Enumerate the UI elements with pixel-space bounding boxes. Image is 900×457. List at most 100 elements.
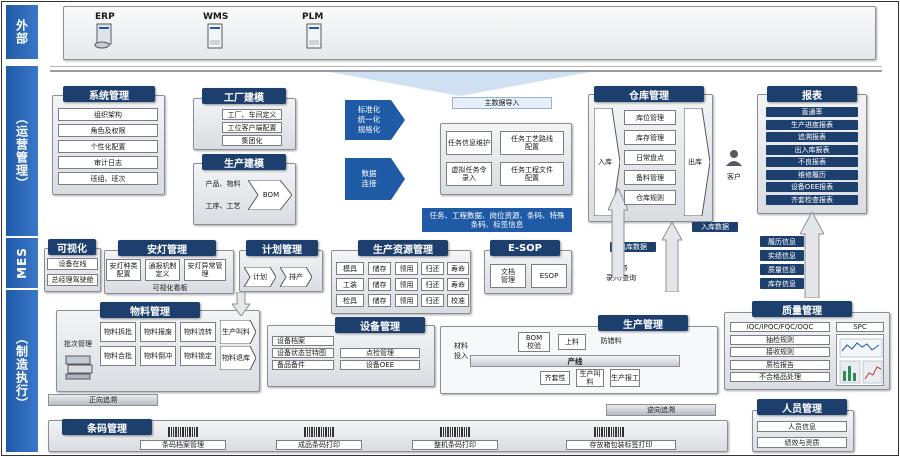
spc-chart-thumbnail: [836, 334, 884, 386]
personnel-performance: 绩效与资质: [757, 437, 847, 448]
equip-spares: 备品备件: [272, 360, 334, 370]
equip-gantt: 设备状态甘特图: [272, 348, 334, 358]
inbound-arrow-shape: [594, 108, 620, 216]
factory-model-title: 工厂建模: [202, 88, 286, 104]
quality-item: 不合格品处理: [730, 372, 830, 382]
erp-label: ERP: [95, 12, 115, 22]
system-mgmt-item: 班组、班次: [58, 172, 158, 185]
visualization-title: 可视化: [48, 239, 96, 255]
production-mgmt-title: 生产管理: [598, 315, 688, 331]
production-line-label: 产线: [567, 356, 583, 366]
material-feed-label: 生产叫料: [222, 328, 250, 336]
system-mgmt-title: 系统管理: [63, 86, 155, 102]
system-mgmt-item: 个性化配置: [58, 140, 158, 153]
external-separator-bar: [50, 66, 882, 72]
warehouse-item: 日常盘点: [624, 150, 676, 165]
warehouse-item: 库存管理: [624, 130, 676, 145]
resource-cell: 领用: [395, 278, 418, 291]
history-item: 实绩信息: [760, 250, 804, 261]
task-info-box: 任务信息维护: [446, 131, 492, 155]
barcode-icon: [594, 427, 624, 437]
warehouse-item: 备料管理: [624, 170, 676, 185]
resources-title: 生产资源管理: [358, 240, 448, 256]
resource-cell: 工装: [336, 278, 364, 291]
factory-item-workshop: 工厂、车间定义: [222, 109, 282, 120]
resource-cell: 归还: [421, 278, 444, 291]
master-data-import: 主数据导入: [452, 97, 552, 109]
prod-line-feed: 生产叫料: [576, 369, 604, 387]
customer-icon: [725, 148, 743, 166]
resource-cell: 寿命: [447, 278, 469, 291]
production-model-product: 产品、物料: [205, 180, 241, 188]
andon-notify-def: 通报机制定义: [145, 259, 180, 281]
resource-cell: 储存: [368, 262, 391, 275]
andon-board: 可视化看板: [152, 284, 188, 292]
prod-kitting: 齐套性: [540, 371, 570, 385]
equipment-title: 设备管理: [335, 317, 425, 333]
factory-item-group: 集团化: [222, 135, 282, 146]
warehouse-item: 库位管理: [624, 110, 676, 125]
andon-exception-mgmt: 安灯异常管理: [184, 259, 226, 281]
esop-doc-mgmt: 文档 管理: [490, 264, 526, 288]
side-label-operations: （运营管理）: [6, 66, 38, 236]
barcode-item: 存放箱包装标签打印: [566, 440, 676, 450]
virtual-task-box: 虚拟任务令 录入: [446, 162, 492, 186]
reverse-trace-bar: 逆向追溯: [606, 404, 716, 416]
production-model-title: 生产建模: [202, 154, 286, 170]
personnel-info: 人员信息: [757, 421, 847, 432]
task-file-box: 任务工程文件 配置: [500, 162, 564, 186]
material-feed-chevron: [220, 320, 256, 344]
barcode-icon: [304, 427, 334, 437]
forward-trace-label: 正向追溯: [89, 396, 117, 404]
material-item: 物料合批: [100, 346, 136, 366]
history-item: 履历信息: [760, 236, 804, 247]
prod-upload: 上料: [558, 334, 586, 350]
report-item: 出入库报表: [766, 144, 858, 155]
resource-cell: 归还: [421, 262, 444, 275]
quality-item: 接收规则: [730, 347, 830, 357]
production-model-process: 工序、工艺: [205, 202, 241, 210]
material-item: 物料拆批: [100, 322, 136, 342]
upward-arrow-mid: [662, 222, 682, 292]
system-mgmt-item: 角色及权限: [58, 124, 158, 137]
system-mgmt-item: 组织架构: [58, 108, 158, 121]
master-data-banner: 任务、工程数据、岗位资源、条码、特殊条码、标签信息: [422, 208, 572, 232]
bom-label: BOM: [262, 191, 280, 199]
material-stack-icon: [64, 352, 94, 380]
outbound-label: 出库: [688, 158, 702, 166]
plan-label: 计划: [253, 273, 267, 281]
side-label-external: 外部: [6, 5, 38, 59]
prod-mistake-proof: 防错料: [600, 337, 622, 345]
scheduling-label: 排产: [289, 273, 303, 281]
quality-item: 质检报告: [730, 359, 830, 370]
andon-title: 安灯管理: [118, 240, 216, 256]
inbound-label: 入库: [598, 158, 612, 166]
erp-server-icon: [94, 22, 116, 50]
reverse-trace-label: 逆向追溯: [647, 406, 675, 414]
report-item: 追溯报表: [766, 132, 858, 142]
wms-server-icon: [204, 22, 226, 50]
report-item: 直通率: [766, 107, 858, 117]
material-down-arrow: [232, 292, 250, 316]
resource-cell: 寿命: [447, 262, 469, 275]
upward-arrow-left: [608, 188, 628, 278]
upward-arrow-right: [800, 212, 824, 298]
outbound-data-tag: 出库数据: [610, 242, 656, 252]
prod-feed-label: 材料 投入: [454, 342, 468, 360]
equip-oee: 设备OEE: [340, 360, 420, 370]
material-item: 物料流转: [180, 322, 216, 342]
resource-cell: 模具: [336, 262, 364, 275]
factory-item-station: 工位客户端配置: [222, 122, 282, 133]
report-item: 生产进度报表: [766, 119, 858, 130]
external-systems-panel: [63, 6, 876, 60]
quality-item: IQC/IPQC/FQC/OQC: [730, 322, 830, 332]
esop-esop: ESOP: [531, 264, 567, 288]
plan-chevron: [244, 267, 276, 287]
prod-bom-check: BOM 校验: [518, 332, 550, 352]
report-item: 设备OEE报表: [766, 182, 858, 192]
history-item: 库存信息: [760, 278, 804, 289]
history-item: 质量信息: [760, 264, 804, 275]
resource-cell: 归还: [421, 294, 444, 307]
report-item: 不良报表: [766, 157, 858, 167]
inbound-data-tag: 入库数据: [692, 222, 738, 232]
